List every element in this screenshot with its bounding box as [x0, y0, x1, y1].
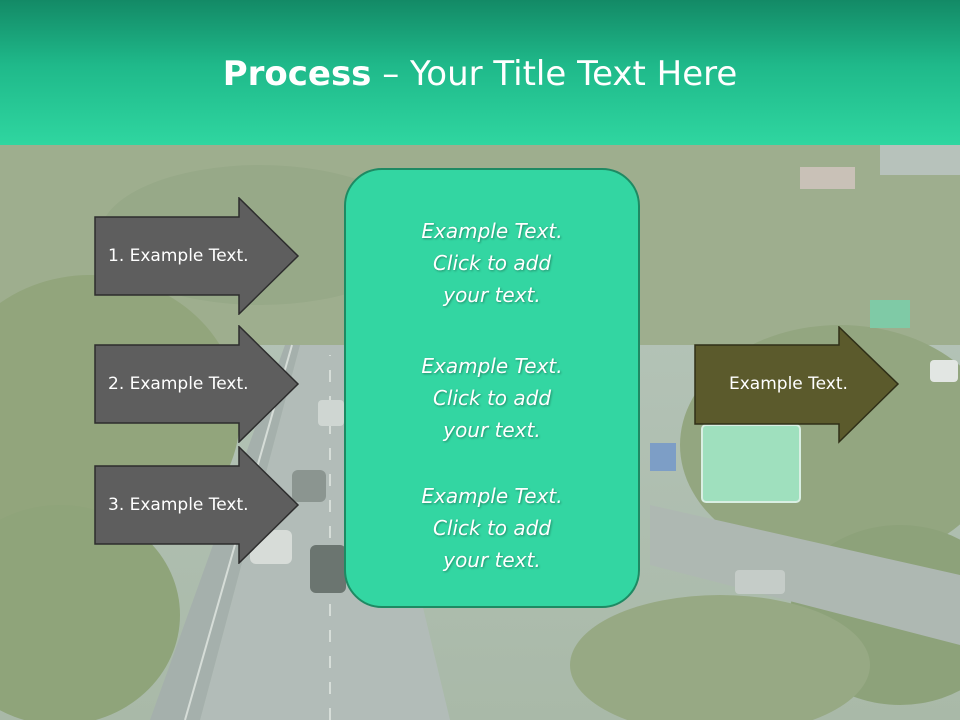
title-banner	[0, 0, 960, 145]
title-bold-part: Process	[222, 54, 372, 94]
left-arrow-3[interactable]	[94, 446, 300, 564]
block-3-line-1: Example Text.	[421, 484, 563, 508]
block-1-line-1: Example Text.	[421, 219, 563, 243]
center-text-box[interactable]: Example Text. Click to add your text. Ex…	[344, 168, 640, 608]
title-rest-part: – Your Title Text Here	[371, 54, 738, 94]
block-1-line-3: your text.	[443, 283, 541, 307]
left-arrow-1-label: 1. Example Text.	[108, 246, 249, 266]
center-text-block-3: Example Text. Click to add your text.	[346, 480, 638, 576]
left-arrow-2[interactable]	[94, 325, 300, 443]
slide-title[interactable]: Process – Your Title Text Here	[0, 52, 960, 96]
right-arrow-label: Example Text.	[729, 374, 848, 394]
center-text-block-1: Example Text. Click to add your text.	[346, 215, 638, 311]
center-text-block-2: Example Text. Click to add your text.	[346, 350, 638, 446]
block-1-line-2: Click to add	[432, 251, 552, 275]
right-arrow[interactable]	[694, 326, 900, 444]
block-2-line-3: your text.	[443, 418, 541, 442]
left-arrow-3-label: 3. Example Text.	[108, 495, 249, 515]
left-arrow-1[interactable]	[94, 197, 300, 315]
left-arrow-2-label: 2. Example Text.	[108, 374, 249, 394]
block-3-line-2: Click to add	[432, 516, 552, 540]
block-2-line-2: Click to add	[432, 386, 552, 410]
block-3-line-3: your text.	[443, 548, 541, 572]
block-2-line-1: Example Text.	[421, 354, 563, 378]
